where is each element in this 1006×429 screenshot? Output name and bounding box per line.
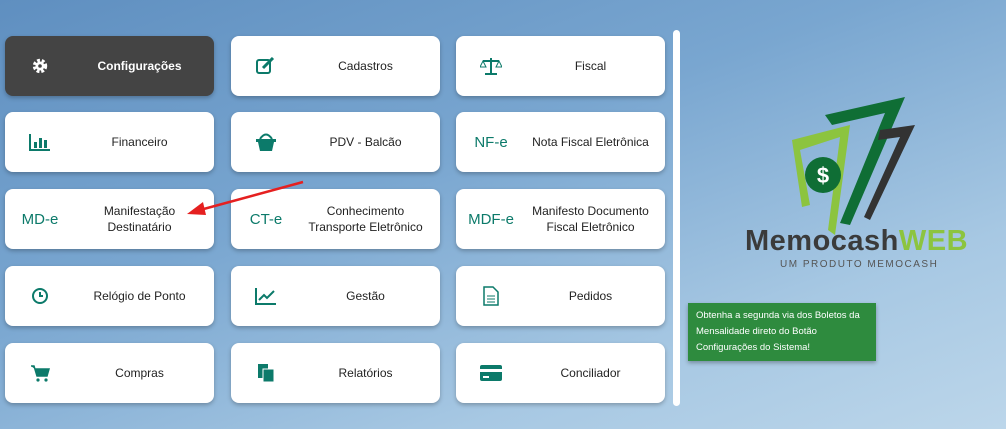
- menu-tile-conciliador[interactable]: Conciliador: [456, 343, 665, 403]
- clock-icon: [5, 287, 75, 305]
- edit-icon: [231, 57, 301, 75]
- menu-tile-compras[interactable]: Compras: [5, 343, 214, 403]
- menu-tile-pedidos[interactable]: Pedidos: [456, 266, 665, 326]
- document-icon: [456, 286, 526, 306]
- menu-tile-pdv-balcao[interactable]: PDV - Balcão: [231, 112, 440, 172]
- tile-label: Manifestação Destinatário: [103, 204, 176, 234]
- menu-tile-conhecimento-transporte-eletronico[interactable]: CT-e Conhecimento Transporte Eletrônico: [231, 189, 440, 249]
- notification-toast[interactable]: Obtenha a segunda via dos Boletos da Men…: [688, 303, 876, 361]
- tile-label: PDV - Balcão: [329, 135, 402, 149]
- memocash-logo: $: [792, 97, 915, 235]
- files-icon: [231, 363, 301, 383]
- tile-label: Cadastros: [338, 59, 393, 73]
- tile-label: Pedidos: [568, 289, 613, 303]
- tile-label: Configurações: [97, 59, 182, 73]
- cart-icon: [5, 364, 75, 382]
- brand-main: Memocash: [745, 225, 899, 257]
- menu-tile-fiscal[interactable]: Fiscal: [456, 36, 665, 96]
- menu-tile-manifesto-documento-fiscal-eletronico[interactable]: MDF-e Manifesto Documento Fiscal Eletrôni…: [456, 189, 665, 249]
- scale-icon: [456, 57, 526, 75]
- tile-label: Compras: [115, 366, 164, 380]
- tile-label: Conhecimento Transporte Eletrônico: [308, 204, 423, 234]
- tile-label: Relógio de Ponto: [93, 289, 186, 303]
- menu-tile-manifestacao-destinatario[interactable]: MD-e Manifestação Destinatário: [5, 189, 214, 249]
- menu-tile-gestao[interactable]: Gestão: [231, 266, 440, 326]
- menu-tile-relogio-de-ponto[interactable]: Relógio de Ponto: [5, 266, 214, 326]
- trending-up-icon: [231, 287, 301, 305]
- bar-chart-icon: [5, 133, 75, 151]
- gear-icon: [5, 57, 75, 75]
- brand-accent: WEB: [898, 225, 969, 257]
- brand-tagline: UM PRODUTO MEMOCASH: [780, 259, 939, 270]
- tile-label: Gestão: [346, 289, 385, 303]
- tile-label: Fiscal: [574, 59, 607, 73]
- acronym-icon: CT-e: [249, 210, 283, 228]
- tile-label: Manifesto Documento Fiscal Eletrônico: [532, 204, 649, 234]
- acronym-icon: MD-e: [21, 210, 59, 228]
- tile-label: Conciliador: [560, 366, 621, 380]
- menu-tile-cadastros[interactable]: Cadastros: [231, 36, 440, 96]
- tile-label: Nota Fiscal Eletrônica: [532, 135, 649, 149]
- tile-label: Relatórios: [338, 366, 393, 380]
- scrollbar[interactable]: [673, 30, 680, 406]
- brand-name: MemocashWEB: [745, 225, 968, 258]
- credit-card-icon: [456, 364, 526, 382]
- acronym-icon: NF-e: [474, 133, 508, 151]
- menu-tile-configuracoes[interactable]: Configurações: [5, 36, 214, 96]
- menu-tile-relatorios[interactable]: Relatórios: [231, 343, 440, 403]
- tile-label: Financeiro: [111, 135, 168, 149]
- menu-tile-financeiro[interactable]: Financeiro: [5, 112, 214, 172]
- svg-text:$: $: [817, 163, 829, 188]
- basket-icon: [231, 132, 301, 152]
- acronym-icon: MDF-e: [468, 210, 514, 228]
- menu-tile-nota-fiscal-eletronica[interactable]: NF-e Nota Fiscal Eletrônica: [456, 112, 665, 172]
